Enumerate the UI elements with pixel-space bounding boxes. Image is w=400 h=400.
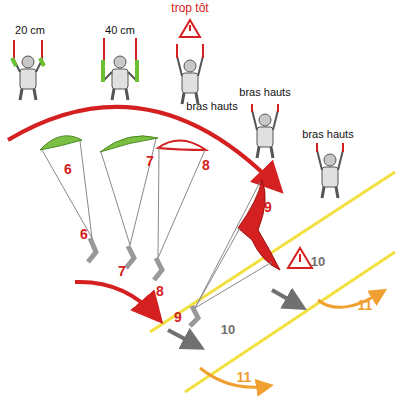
wing	[158, 140, 206, 150]
wing	[40, 136, 82, 150]
callout-number: 11	[237, 370, 252, 385]
pilot-in-flight	[126, 246, 134, 268]
callout-number: 9	[174, 310, 182, 325]
instruction-label: bras hauts	[186, 100, 237, 112]
callout-number: 6	[64, 162, 72, 177]
gray-arrow	[272, 290, 300, 306]
pilot-in-flight	[190, 306, 198, 326]
dimension-label: 20 cm	[15, 24, 45, 36]
brake-travel	[103, 60, 137, 82]
dimension-label: 40 cm	[105, 24, 135, 36]
callout-number: 7	[146, 154, 154, 169]
warning-triangle	[180, 20, 200, 37]
brake-line	[317, 143, 343, 152]
suspension-lines	[195, 182, 272, 308]
warning-mark	[189, 25, 191, 31]
pilot-legs	[20, 89, 36, 100]
pilot-body	[20, 69, 36, 89]
pilot-head	[259, 114, 271, 126]
warning-mark	[299, 254, 301, 262]
pilot-arms	[104, 72, 136, 80]
suspension-lines	[42, 141, 92, 238]
instruction-label: bras hauts	[239, 86, 290, 98]
callout-number: 11	[358, 298, 373, 313]
suspension-lines	[101, 139, 156, 245]
pilot-legs	[257, 147, 273, 158]
brake-line	[104, 38, 136, 80]
callout-number: 7	[118, 264, 126, 279]
pilot-head	[22, 56, 34, 68]
pilot-arms	[14, 60, 42, 72]
warning-label: trop tôt	[171, 2, 208, 15]
turn-arrow	[8, 107, 278, 188]
brake-travel	[12, 58, 44, 66]
gray-arrow	[168, 330, 198, 346]
suspension-lines	[158, 148, 205, 258]
pilot-in-flight	[154, 258, 162, 280]
callout-number: 8	[202, 158, 210, 173]
yellow-line	[185, 252, 395, 392]
pilot-legs	[112, 89, 128, 100]
yellow-line	[150, 172, 395, 332]
callout-number: 10	[311, 255, 325, 269]
pilot-body	[257, 127, 273, 147]
orange-arrow	[200, 368, 268, 387]
pilot-body	[112, 69, 128, 89]
turn-arrow	[75, 282, 158, 318]
pilot-body	[322, 167, 338, 187]
brake-line	[14, 40, 42, 62]
pilot-head	[114, 56, 126, 68]
warning-triangle	[288, 248, 312, 268]
callout-number: 10	[221, 323, 235, 337]
instruction-label: bras hauts	[302, 128, 353, 140]
callout-number: 8	[156, 284, 164, 299]
pilot-arms	[177, 56, 203, 76]
wing	[238, 180, 280, 270]
brake-line	[177, 44, 203, 58]
callout-number: 9	[264, 200, 272, 215]
pilot-head	[184, 60, 196, 72]
pilot-in-flight	[88, 238, 96, 262]
pilot-legs	[322, 187, 338, 198]
pilot-body	[182, 73, 198, 93]
wing	[100, 136, 158, 152]
pilot-arms	[317, 150, 343, 170]
pilot-arms	[252, 110, 278, 130]
brake-line	[252, 104, 278, 112]
callout-number: 6	[80, 227, 88, 242]
pilot-head	[324, 154, 336, 166]
